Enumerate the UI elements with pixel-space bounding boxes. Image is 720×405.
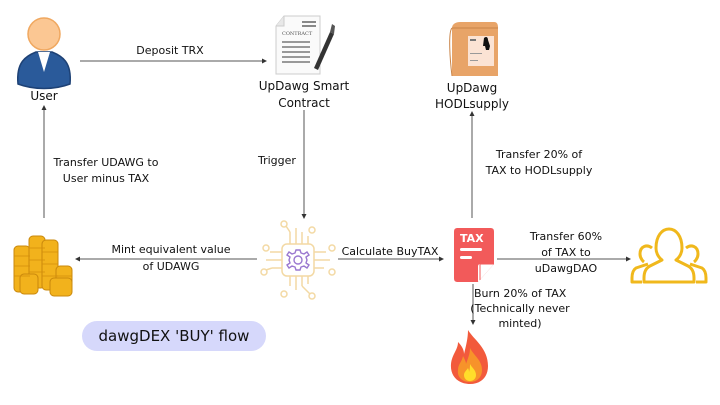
edge-label-transfer-user-line1: Transfer UDAWG to (53, 156, 159, 169)
user-icon (17, 17, 71, 90)
edge-label-burn-line3: minted) (498, 317, 542, 330)
contract-icon: CONTRACT (275, 15, 335, 75)
edge-label-mint-line2: of UDAWG (142, 260, 200, 273)
coins-icon (13, 235, 73, 297)
group-icon (630, 227, 708, 284)
edge-label-burn-line1: Burn 20% of TAX (474, 287, 567, 300)
contract-label-line1: UpDawg Smart (258, 79, 350, 93)
svg-text:CONTRACT: CONTRACT (282, 31, 313, 37)
edge-label-dao-line3: uDawgDAO (534, 262, 598, 275)
contract-label-line2: Contract (278, 96, 330, 110)
edge-label-dao-line1: Transfer 60% (529, 230, 603, 243)
hodl-label-line1: UpDawg (446, 81, 498, 95)
edge-label-trigger: Trigger (258, 154, 296, 167)
edge-label-transfer-user-line2: User minus TAX (62, 172, 150, 185)
hodl-label-line2: HODLsupply (435, 97, 509, 111)
edge-label-mint-line1: Mint equivalent value (111, 243, 231, 256)
tax-document-icon: TAX (454, 228, 494, 282)
chip-gear-icon (260, 220, 336, 300)
flow-title-badge: dawgDEX 'BUY' flow (82, 321, 266, 351)
bag-icon (449, 22, 498, 77)
user-label: User (30, 89, 58, 103)
fire-icon (450, 330, 488, 384)
edge-label-calculate: Calculate BuyTAX (341, 245, 439, 258)
edge-label-deposit: Deposit TRX (136, 44, 204, 57)
edge-label-hodl-line2: TAX to HODLsupply (485, 164, 593, 177)
edge-label-hodl-line1: Transfer 20% of (495, 148, 583, 161)
edge-label-dao-line2: of TAX to (541, 246, 591, 259)
edge-label-burn-line2: (Technically never (470, 302, 570, 315)
tax-icon-text: TAX (460, 232, 484, 245)
